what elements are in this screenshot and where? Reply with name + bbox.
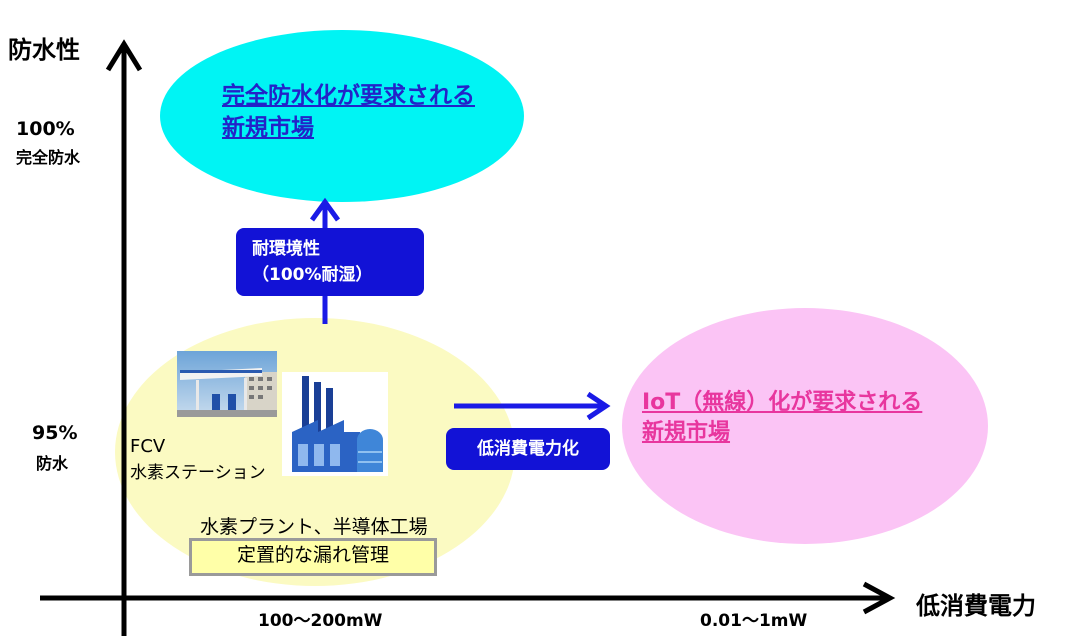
y-tick-95-desc: 防水 xyxy=(36,454,69,473)
x-tick-current: 100～200mW xyxy=(258,611,383,631)
y-tick-100-desc: 完全防水 xyxy=(16,148,81,167)
plants-label: 水素プラント、半導体工場 xyxy=(200,516,428,538)
x-axis-label: 低消費電力 xyxy=(916,592,1036,620)
y-tick-95-value: 95% xyxy=(32,422,78,444)
durability-label: 耐環境性 （100%耐湿） xyxy=(236,228,424,296)
right-market-line2: 新規市場 xyxy=(642,420,731,445)
right-market-line1: IoT（無線）化が要求される xyxy=(642,390,923,415)
durability-line2: （100%耐湿） xyxy=(252,265,373,285)
top-market-title: 完全防水化が要求される 新規市場 xyxy=(222,80,475,144)
right-market-title: IoT（無線）化が要求される 新規市場 xyxy=(642,388,922,448)
y-tick-100-value: 100% xyxy=(16,118,75,140)
x-tick-target: 0.01～1mW xyxy=(700,611,808,631)
top-market-line1: 完全防水化が要求される xyxy=(222,83,475,109)
y-axis-label: 防水性 xyxy=(8,36,80,64)
fcv-label: FCV xyxy=(130,436,166,457)
leak-management-box: 定置的な漏れ管理 xyxy=(189,538,437,576)
durability-line1: 耐環境性 xyxy=(252,239,320,259)
low-power-label: 低消費電力化 xyxy=(446,428,610,470)
right-market-ellipse xyxy=(622,308,988,544)
top-market-ellipse xyxy=(160,30,524,202)
station-label: 水素ステーション xyxy=(130,463,266,483)
top-market-line2: 新規市場 xyxy=(222,115,314,141)
